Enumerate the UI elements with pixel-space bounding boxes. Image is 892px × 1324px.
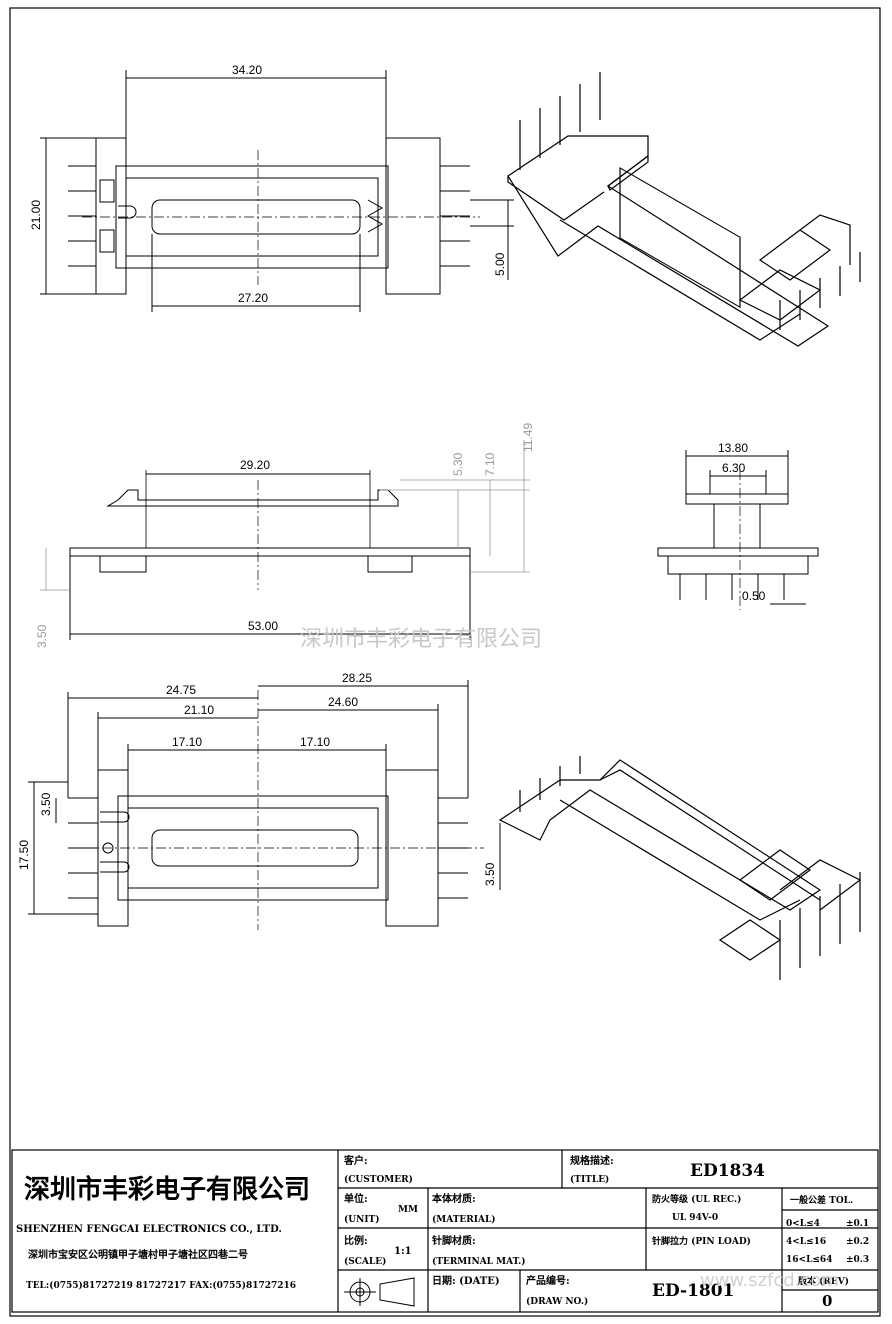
tol-value-3: ±0.3 — [846, 1255, 869, 1265]
dim-right-c: 17.10 — [300, 735, 330, 749]
drawno-label: 产品编号: — [526, 1274, 570, 1287]
dim-pin-dia: 0.50 — [742, 589, 766, 603]
drawno-value: ED-1801 — [652, 1281, 734, 1301]
unit-label: 单位: — [344, 1192, 368, 1205]
company-address: 深圳市宝安区公明镇甲子塘村甲子塘社区四巷二号 — [28, 1248, 248, 1261]
sheet-border — [9, 7, 881, 1317]
terminal-label: 针脚材质: — [432, 1234, 476, 1247]
title-label: 规格描述: — [570, 1154, 614, 1167]
customer-label-en: (CUSTOMER) — [344, 1174, 413, 1185]
dim-h1: 5.30 — [451, 452, 465, 476]
dim-bottom-height: 17.50 — [17, 840, 31, 870]
isometric-view-bottom — [498, 756, 862, 980]
company-phone: TEL:(0755)81727219 81727217 FAX:(0755)81… — [26, 1280, 296, 1291]
flame-value: UL 94V-0 — [672, 1213, 718, 1223]
tol-value-1: ±0.1 — [846, 1219, 869, 1229]
customer-label: 客户: — [343, 1154, 368, 1167]
dim-right-a: 28.25 — [342, 671, 372, 685]
watermark-center: 深圳市丰彩电子有限公司 — [300, 627, 542, 652]
terminal-label-en: (TERMINAL MAT.) — [432, 1256, 526, 1267]
company-name-en: SHENZHEN FENGCAI ELECTRONICS CO., LTD. — [16, 1224, 282, 1235]
bottom-view — [28, 680, 501, 930]
dim-height: 21.00 — [29, 200, 43, 230]
end-view — [657, 450, 819, 610]
drawno-label-en: (DRAW NO.) — [526, 1296, 588, 1307]
tol-range-3: 16<L≤64 — [786, 1255, 832, 1265]
dim-end-width: 13.80 — [718, 441, 748, 455]
dim-pin-pitch: 5.00 — [493, 252, 507, 276]
dim-left-a: 24.75 — [166, 683, 196, 697]
dim-right-b: 24.60 — [328, 695, 358, 709]
material-label-en: (MATERIAL) — [432, 1214, 496, 1225]
tol-value-2: ±0.2 — [846, 1237, 869, 1247]
dim-flange-span: 29.20 — [240, 458, 270, 472]
dim-h2: 7.10 — [483, 452, 497, 476]
tol-range-1: 0<L≤4 — [786, 1219, 820, 1229]
title-label-en: (TITLE) — [570, 1174, 609, 1185]
tol-label: 一般公差 TOL. — [790, 1194, 853, 1206]
isometric-view-top — [507, 72, 861, 347]
unit-value: MM — [398, 1205, 418, 1215]
dim-h3: 11.49 — [521, 423, 535, 452]
scale-value: 1:1 — [394, 1246, 412, 1257]
side-view — [69, 470, 471, 640]
material-label: 本体材质: — [432, 1192, 476, 1205]
flame-label: 防火等级 (UL REC.) — [652, 1193, 741, 1205]
title-block-frame — [11, 1149, 879, 1313]
projection-symbol — [344, 1277, 415, 1307]
unit-label-en: (UNIT) — [344, 1214, 380, 1225]
scale-label-en: (SCALE) — [344, 1256, 386, 1267]
pin-load-label: 针脚拉力 (PIN LOAD) — [652, 1235, 751, 1247]
dim-left-b: 21.10 — [184, 703, 214, 717]
dim-pitch-left: 3.50 — [39, 792, 53, 816]
dim-pitch-right: 3.50 — [483, 862, 497, 886]
top-view — [40, 70, 514, 312]
tol-range-2: 4<L≤16 — [786, 1237, 826, 1247]
rev-value: 0 — [822, 1292, 832, 1310]
title-value: ED1834 — [690, 1161, 765, 1181]
date-label: 日期: (DATE) — [432, 1274, 500, 1287]
dim-pin-len: 3.50 — [35, 624, 49, 648]
dim-overall-length: 34.20 — [232, 63, 262, 77]
dim-end-inner: 6.30 — [722, 461, 746, 475]
scale-label: 比例: — [344, 1234, 368, 1247]
dim-pin-span: 53.00 — [248, 619, 278, 633]
dim-left-c: 17.10 — [172, 735, 202, 749]
rev-label: 版本 (REV) — [797, 1275, 849, 1287]
dim-window-length: 27.20 — [238, 291, 268, 305]
watermark-corner: www.szfcd.com — [700, 1270, 839, 1291]
company-name-cn: 深圳市丰彩电子有限公司 — [24, 1174, 310, 1205]
side-view-gray-dims — [40, 440, 530, 591]
